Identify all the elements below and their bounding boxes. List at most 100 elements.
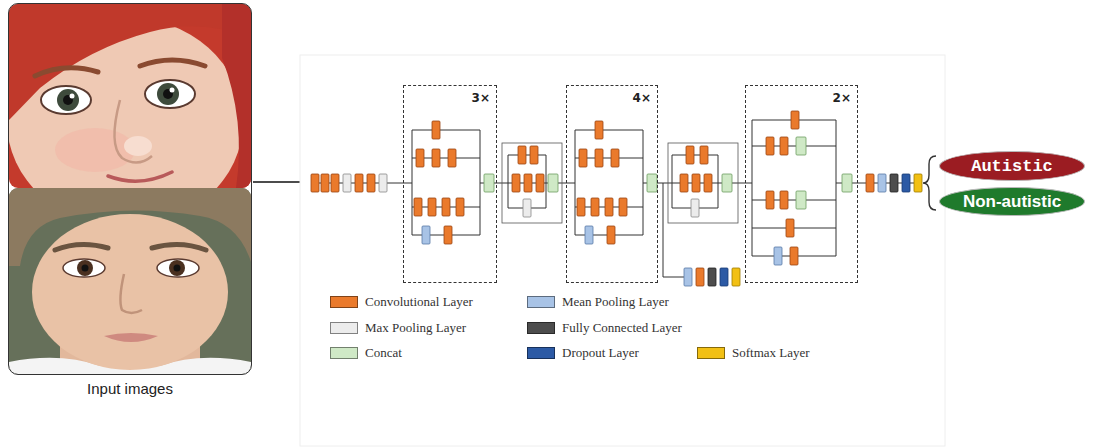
conv-layer <box>524 174 532 192</box>
legend-label: Mean Pooling Layer <box>562 294 669 310</box>
iris <box>157 83 179 105</box>
iris <box>169 260 185 276</box>
conv-layer <box>579 149 587 167</box>
conv-layer <box>530 146 538 164</box>
input-image-panel: Input images <box>8 3 252 375</box>
legend-label: Dropout Layer <box>562 345 639 361</box>
fc-layer <box>890 174 898 192</box>
mouth <box>108 172 172 181</box>
conv-layer <box>518 146 526 164</box>
hair <box>222 4 251 188</box>
conv-layer <box>780 137 788 155</box>
conv-layer <box>607 226 615 244</box>
face-photo <box>9 4 251 188</box>
repeat-count: 3× <box>404 86 496 105</box>
nose <box>114 100 152 163</box>
conv-layer <box>790 247 798 265</box>
softmax-layer <box>914 174 922 192</box>
conv-layer <box>619 198 627 216</box>
maxpool-layer <box>691 199 699 217</box>
legend-item: Concat <box>330 345 402 361</box>
legend-swatch <box>527 296 555 308</box>
legend-swatch <box>527 347 555 359</box>
conv-layer <box>686 146 694 164</box>
concat-layer <box>842 174 852 192</box>
output-class: Autistic <box>939 151 1085 181</box>
legend-item: Softmax Layer <box>697 345 810 361</box>
hair <box>9 4 251 120</box>
maxpool-layer <box>343 174 351 192</box>
legend-item: Convolutional Layer <box>330 294 473 310</box>
legend-item: Dropout Layer <box>527 345 639 361</box>
conv-layer <box>791 111 799 129</box>
network-panel <box>300 55 945 446</box>
nose <box>120 274 142 313</box>
conv-layer <box>780 191 788 209</box>
pupil <box>174 265 181 272</box>
wire <box>752 120 753 256</box>
meanpool-layer <box>422 226 430 244</box>
conv-layer <box>680 174 688 192</box>
aux-wire <box>663 183 684 277</box>
dropout-layer <box>902 174 910 192</box>
wire <box>718 155 719 208</box>
legend-swatch <box>330 322 358 334</box>
iris <box>77 260 93 276</box>
maxpool-layer <box>523 199 531 217</box>
face <box>32 214 228 370</box>
cheek <box>55 128 135 172</box>
conv-layer <box>428 198 436 216</box>
eye <box>145 80 195 108</box>
class-label: Autistic <box>971 157 1053 176</box>
conv-layer <box>331 174 339 192</box>
repeat-count: 2× <box>746 86 857 105</box>
wire <box>508 155 546 156</box>
meanpool-layer <box>774 247 782 265</box>
eye <box>63 259 105 277</box>
eye-highlight <box>70 94 75 99</box>
hair <box>9 188 251 266</box>
class-label: Non-autistic <box>963 192 1061 212</box>
meanpool-layer <box>585 226 593 244</box>
conv-layer <box>456 198 464 216</box>
conv-layer <box>414 198 422 216</box>
dropout-layer <box>720 268 728 286</box>
repeat-block: 4× <box>566 85 658 283</box>
concat-layer <box>484 174 494 192</box>
conv-layer <box>512 174 520 192</box>
meanpool-layer <box>684 268 692 286</box>
eyebrow <box>152 244 206 250</box>
nose-tip <box>124 136 152 156</box>
conv-layer <box>448 149 456 167</box>
conv-layer <box>355 174 363 192</box>
wire <box>672 155 718 156</box>
softmax-layer <box>732 268 740 286</box>
wire <box>575 130 643 131</box>
concat-layer <box>796 137 806 155</box>
pupil <box>82 265 89 272</box>
wire <box>508 155 509 208</box>
conv-layer <box>444 226 452 244</box>
legend-swatch <box>697 347 725 359</box>
conv-layer <box>605 198 613 216</box>
legend-label: Concat <box>365 345 402 361</box>
output-class: Non-autistic <box>939 187 1085 216</box>
legend-swatch <box>527 322 555 334</box>
conv-layer <box>321 174 329 192</box>
concat-layer <box>796 191 806 209</box>
concat-layer <box>722 174 732 192</box>
conv-layer <box>442 198 450 216</box>
reduction-frame <box>502 143 562 223</box>
eyebrow <box>35 68 98 76</box>
legend-item: Mean Pooling Layer <box>527 294 669 310</box>
iris <box>57 89 79 111</box>
panel-caption: Input images <box>9 380 251 397</box>
conv-layer <box>595 121 603 139</box>
legend-label: Fully Connected Layer <box>562 320 682 336</box>
conv-layer <box>786 219 794 237</box>
conv-layer <box>432 121 440 139</box>
conv-layer <box>536 174 544 192</box>
legend-swatch <box>330 296 358 308</box>
eye-highlight <box>170 88 175 93</box>
